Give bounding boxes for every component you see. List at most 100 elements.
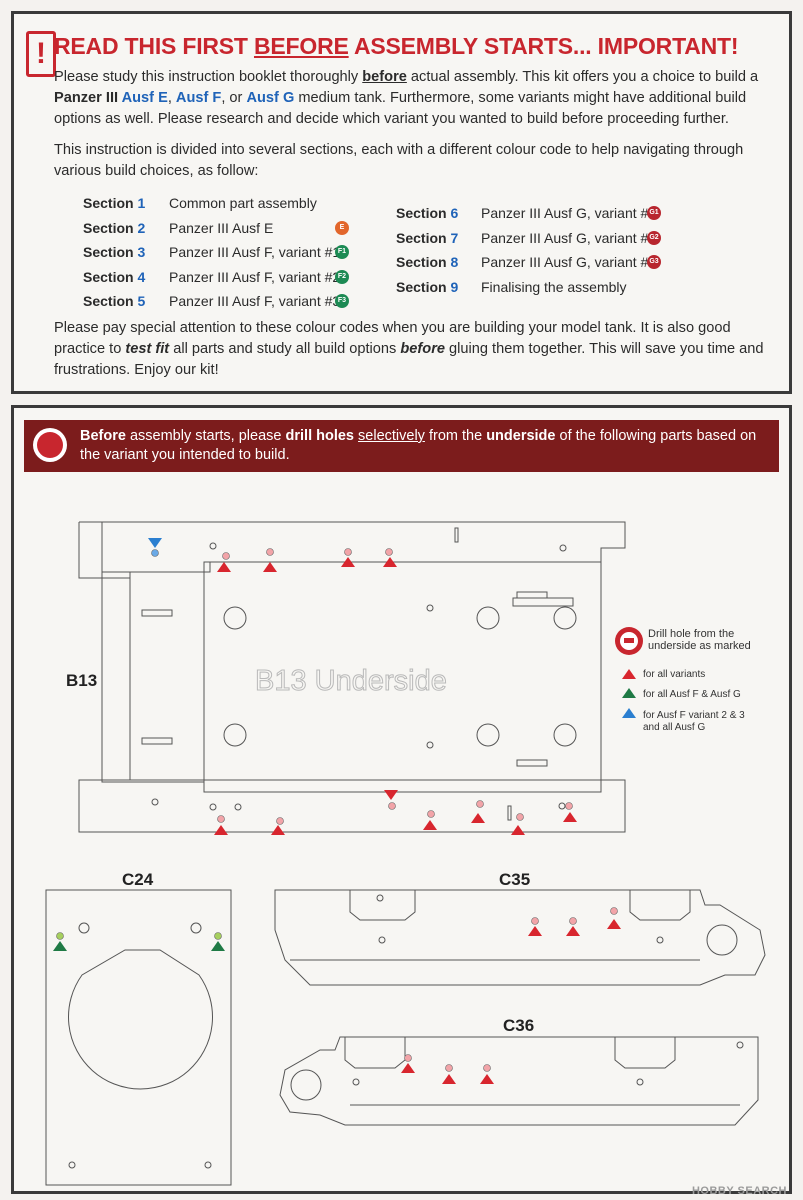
section-description: Panzer III Ausf G, variant #2 — [481, 229, 657, 246]
section-number: 2 — [137, 219, 146, 236]
drill-hole-dot — [445, 1064, 453, 1072]
drill-banner: Before assembly starts, please drill hol… — [24, 420, 779, 472]
drill-marker-triangle — [271, 825, 285, 835]
advice-paragraph: Please pay special attention to these co… — [54, 320, 764, 378]
section-description: Finalising the assembly — [481, 278, 627, 295]
drill-marker-triangle — [217, 562, 231, 572]
drill-marker-triangle — [263, 562, 277, 572]
drill-marker-triangle — [341, 557, 355, 567]
drill-hole-dot — [565, 802, 573, 810]
notice-box: ! READ THIS FIRST BEFORE ASSEMBLY STARTS… — [11, 11, 792, 394]
drill-marker-triangle — [442, 1074, 456, 1084]
variant-badge-f2: F2 — [335, 269, 349, 284]
drill-hole-legend-icon — [615, 627, 643, 655]
legend-green: for all Ausf F & Ausf G — [643, 689, 741, 700]
section-item-1: Section 1 Common part assembly — [83, 194, 317, 212]
variant-badge-f3: F3 — [335, 294, 349, 309]
drill-hole-dot — [344, 548, 352, 556]
drill-hole-dot — [276, 817, 284, 825]
legend-title-1: Drill hole from the — [648, 628, 735, 640]
drill-hole-dot — [404, 1054, 412, 1062]
drill-hole-dot — [516, 813, 524, 821]
legend-blue-2: and all Ausf G — [643, 722, 706, 733]
drill-hole-dot — [427, 810, 435, 818]
drill-markers — [53, 538, 621, 1084]
drill-marker-triangle — [383, 557, 397, 567]
drill-hole-dot — [217, 815, 225, 823]
drill-hole-dot — [610, 907, 618, 915]
section-label: Section — [83, 268, 134, 285]
section-label: Section — [396, 278, 447, 295]
drill-hole-dot — [531, 917, 539, 925]
section-label: Section — [396, 205, 447, 221]
legend-red: for all variants — [643, 669, 706, 680]
drill-marker-triangle — [480, 1074, 494, 1084]
variant-badge-g3: G3 — [647, 255, 661, 270]
section-number: 8 — [450, 254, 459, 271]
drill-hole-dot — [385, 548, 393, 556]
drill-hole-icon — [33, 428, 67, 462]
section-description: Panzer III Ausf F, variant #2 — [169, 268, 341, 285]
drill-marker-triangle — [148, 538, 162, 548]
drill-marker-triangle — [471, 813, 485, 823]
banner-text: Before assembly starts, please drill hol… — [80, 428, 757, 463]
drill-hole-dot — [388, 802, 396, 810]
intro-paragraph: Please study this instruction booklet th… — [54, 69, 759, 127]
section-description: Panzer III Ausf F, variant #1 — [169, 244, 341, 261]
section-label: Section — [83, 244, 134, 261]
c35-label: C35 — [499, 870, 531, 889]
drill-marker-triangle — [563, 812, 577, 822]
c36-label: C36 — [503, 1016, 535, 1035]
exclamation-icon: ! — [26, 31, 56, 77]
section-description: Common part assembly — [169, 195, 317, 211]
drill-marker-triangle — [511, 825, 525, 835]
section-number: 5 — [137, 293, 146, 310]
section-description: Panzer III Ausf G, variant #1 — [481, 205, 657, 221]
drill-hole-dot — [151, 549, 159, 557]
section-description: Panzer III Ausf E — [169, 219, 274, 236]
section-label: Section — [83, 219, 134, 236]
sections-intro: This instruction is divided into several… — [54, 142, 744, 179]
drill-hole-dot — [222, 552, 230, 560]
c35-part-drawing — [274, 889, 766, 986]
section-number: 6 — [450, 205, 459, 221]
drill-marker-triangle — [607, 919, 621, 929]
section-label: Section — [396, 254, 447, 271]
drill-marker-triangle — [528, 926, 542, 936]
watermark: HOBBY SEARCH — [691, 1185, 787, 1197]
section-number: 1 — [137, 195, 146, 211]
section-description: Panzer III Ausf F, variant #3 — [169, 293, 341, 310]
c24-label: C24 — [122, 870, 154, 889]
b13-label: B13 — [66, 671, 98, 690]
drill-marker-triangle — [214, 825, 228, 835]
notice-title: READ THIS FIRST BEFORE ASSEMBLY STARTS..… — [54, 33, 739, 59]
c24-part-drawing — [45, 889, 232, 1186]
variant-badge-g1: G1 — [647, 206, 661, 220]
drill-marker-triangle — [211, 941, 225, 951]
drill-hole-dot — [56, 932, 64, 940]
legend-blue-1: for Ausf F variant 2 & 3 — [643, 710, 745, 721]
b13-part-drawing — [78, 521, 626, 833]
section-label: Section — [83, 293, 134, 310]
b13-underside-watermark: B13 Underside — [255, 665, 447, 697]
c36-part-drawing — [279, 1036, 759, 1126]
drill-hole-dot — [569, 917, 577, 925]
section-label: Section — [396, 229, 447, 246]
red-triangle-icon — [622, 669, 636, 679]
drill-hole-dot — [476, 800, 484, 808]
drill-hole-dot — [483, 1064, 491, 1072]
section-number: 3 — [137, 244, 146, 261]
drill-marker-triangle — [423, 820, 437, 830]
drill-marker-triangle — [384, 790, 398, 800]
green-triangle-icon — [622, 688, 636, 698]
legend-title-2: underside as marked — [648, 640, 751, 652]
section-number: 4 — [137, 268, 146, 285]
section-label: Section — [83, 195, 134, 211]
